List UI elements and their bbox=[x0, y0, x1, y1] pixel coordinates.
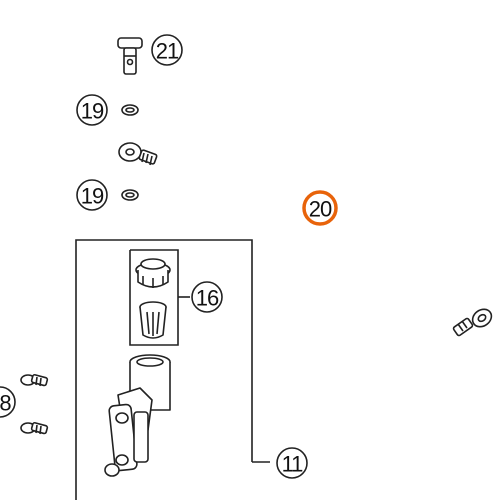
sealing-washer-lower-part[interactable] bbox=[121, 189, 139, 201]
callout-19-lower-label: 19 bbox=[81, 184, 104, 209]
cap-and-piston-kit-frame bbox=[129, 249, 190, 346]
callout-11-label: 11 bbox=[282, 452, 304, 477]
screw-lower-part[interactable] bbox=[20, 421, 49, 435]
sealing-washer-upper-part[interactable] bbox=[121, 104, 139, 116]
callout-16-label: 16 bbox=[196, 286, 219, 311]
piston-part[interactable] bbox=[139, 301, 167, 339]
screw-upper-part[interactable] bbox=[20, 373, 49, 387]
callout-21-label: 21 bbox=[156, 39, 179, 64]
banjo-bolt-part[interactable] bbox=[117, 37, 143, 75]
callout-19-lower[interactable]: 19 bbox=[76, 179, 108, 211]
brake-hose-part[interactable] bbox=[118, 142, 495, 373]
master-cylinder-assembly-frame bbox=[75, 239, 270, 500]
callout-19-upper[interactable]: 19 bbox=[76, 94, 108, 126]
callout-16[interactable]: 16 bbox=[191, 281, 223, 313]
master-cylinder-body-part[interactable] bbox=[104, 354, 171, 477]
reservoir-cap-part[interactable] bbox=[135, 258, 171, 288]
callout-8[interactable]: 8 bbox=[0, 386, 16, 418]
callout-11[interactable]: 11 bbox=[276, 447, 308, 479]
callout-20-label: 20 bbox=[309, 197, 332, 222]
callout-21[interactable]: 21 bbox=[151, 34, 183, 66]
callout-8-label: 8 bbox=[0, 391, 11, 416]
callout-20[interactable]: 20 bbox=[302, 190, 338, 226]
callout-19-upper-label: 19 bbox=[81, 99, 104, 124]
